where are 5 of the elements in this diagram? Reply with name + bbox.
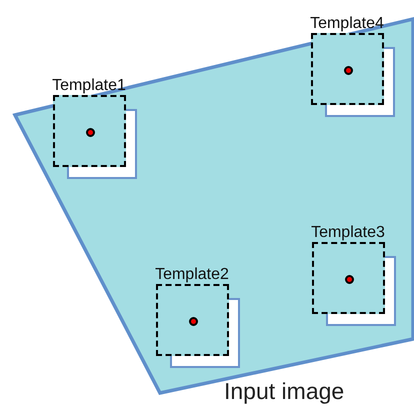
template-label: Template3 — [310, 224, 386, 242]
template-label: Template1 — [51, 77, 127, 95]
template-label: Template2 — [154, 266, 230, 284]
template-label: Template4 — [309, 15, 385, 33]
image-caption: Input image — [224, 378, 344, 405]
